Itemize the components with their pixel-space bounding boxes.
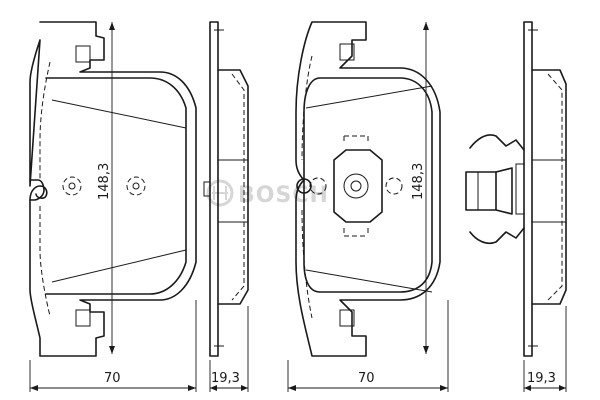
side-2-sensor-taper: [495, 167, 513, 215]
pad-1-width-label: 70: [104, 371, 121, 386]
side-1-thickness-label: 19,3: [211, 371, 240, 386]
side-1-friction-block: [217, 69, 249, 305]
pad-2-clip-top: [339, 43, 355, 61]
side-2-clip-base: [515, 163, 525, 215]
pad-1-notch: [29, 179, 45, 201]
pad-2-hole-left: [309, 177, 327, 195]
watermark-text: BOSCH: [238, 183, 329, 208]
pad-2-center-hole: [350, 180, 362, 192]
pad-2-height-label: 148,3: [411, 163, 426, 200]
pad-2-friction-material: [303, 77, 433, 293]
side-2-sensor-block: [465, 171, 497, 211]
pad-2-hole-right: [385, 177, 403, 195]
side-2-dashed-edge: [547, 73, 563, 301]
pad-2-rear-view: 148,3 70: [287, 21, 449, 392]
pad-1-chamfer-top: [51, 99, 187, 129]
pad-1-hole-left: [62, 176, 82, 196]
pad-1-clip-top: [75, 45, 91, 63]
pad-2-chamfer-top: [305, 85, 433, 109]
pad-2-dashed-contour: [301, 55, 313, 319]
pad-2-width-label: 70: [358, 371, 375, 386]
pad-2-spring-clip: [333, 149, 383, 223]
side-2-spring-bottom: [469, 227, 525, 245]
pad-1-hole-right-center: [132, 182, 140, 190]
pad-2-center-boss: [343, 173, 369, 199]
side-view-1: 19,3: [203, 21, 249, 392]
pad-1-hole-left-center: [68, 182, 76, 190]
side-2-backing-plate: [523, 21, 533, 357]
pad-2-clip-bottom: [339, 309, 355, 327]
pad-1-chamfer-bottom: [51, 249, 187, 283]
side-1-dashed-edge: [231, 73, 245, 301]
pad-1-clip-bottom: [75, 309, 91, 327]
pad-2-clip-dashes: [343, 135, 369, 237]
pad-1-friction-material: [45, 77, 187, 295]
side-1-pin: [203, 181, 211, 197]
side-2-friction-block: [531, 69, 567, 305]
side-2-thickness-label: 19,3: [527, 371, 556, 386]
side-2-spring-top: [469, 134, 525, 151]
pad-1-backing-plate: [29, 21, 197, 357]
pad-2-chamfer-bottom: [305, 269, 433, 293]
pad-1-dashed-contour: [39, 61, 51, 317]
side-view-2: 19,3: [465, 21, 567, 392]
pad-1-front-view: 148,3 70: [29, 21, 197, 392]
pad-2-wear-sensor: [296, 178, 312, 194]
pad-1-hole-right: [126, 176, 146, 196]
pad-2-backing-plate: [295, 21, 441, 357]
pad-1-height-label: 148,3: [97, 163, 112, 200]
bosch-watermark: BOSCH: [206, 179, 329, 208]
